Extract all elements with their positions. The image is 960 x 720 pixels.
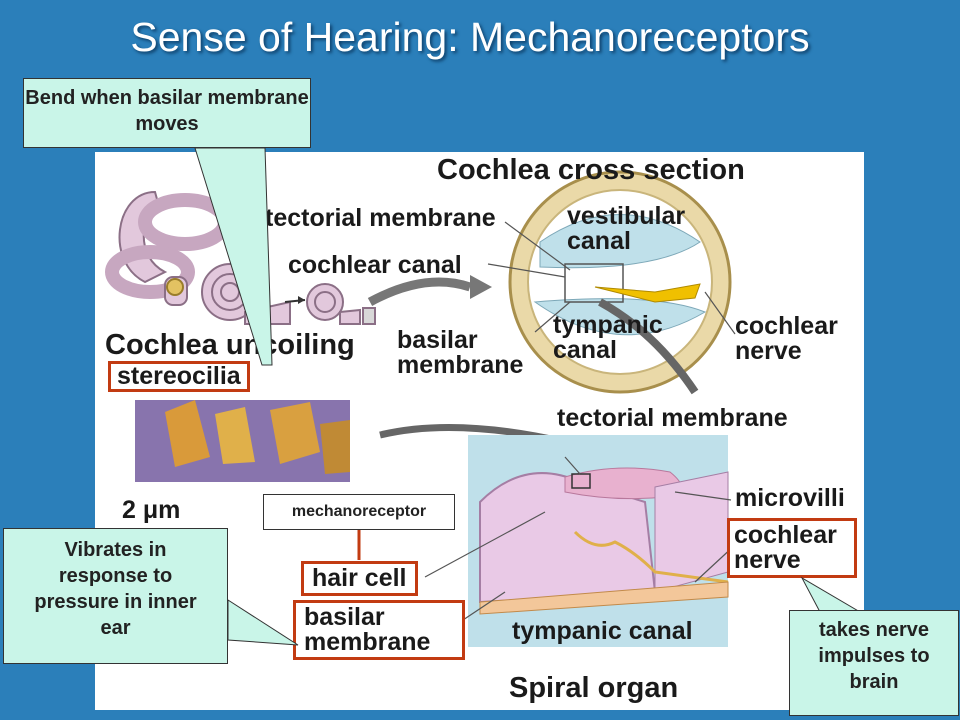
basilar-membrane-label-bottom: basilar membrane <box>293 600 465 660</box>
stereocilia-micrograph <box>135 400 350 482</box>
cochlea-uncoiling-label: Cochlea uncoiling <box>105 329 355 361</box>
cross-section-label: Cochlea cross section <box>437 154 745 186</box>
slide-title: Sense of Hearing: Mechanoreceptors <box>130 14 810 60</box>
cochlear-nerve-label-top: cochlear nerve <box>735 312 838 365</box>
cochlear-nerve-label-bottom: cochlear nerve <box>727 518 857 578</box>
leader-lines <box>424 221 736 623</box>
cross-section-drawing <box>508 170 732 394</box>
bend-callout: Bend when basilar membrane moves <box>23 78 311 148</box>
vestibular-canal-label: vestibular canal <box>567 202 686 255</box>
takes-nerve-impulses-callout: takes nerve impulses to brain <box>789 610 959 716</box>
vibrates-callout: Vibrates in response to pressure in inne… <box>3 528 228 664</box>
cochlea-illustration <box>105 170 736 647</box>
stereocilia-label: stereocilia <box>108 361 250 392</box>
basilar-membrane-label-top: basilar membrane <box>397 326 524 379</box>
spiral-organ-label: Spiral organ <box>509 672 679 704</box>
tectorial-membrane-label-top: tectorial membrane <box>265 204 496 232</box>
tectorial-faded-label: te <box>241 204 264 232</box>
scale-bar-label: 2 μm <box>122 496 181 524</box>
hair-cell-label: hair cell <box>301 561 418 596</box>
cochlear-canal-label: cochlear canal <box>288 251 462 279</box>
microvilli-label: microvilli <box>735 484 845 512</box>
tympanic-canal-label-bottom: tympanic canal <box>512 617 693 645</box>
tectorial-membrane-label-mid: tectorial membrane <box>557 404 788 432</box>
spiral-organ-drawing <box>468 435 729 647</box>
tympanic-canal-label-top: tympanic canal <box>553 311 663 364</box>
mechanoreceptor-callout: mechanoreceptor <box>263 494 455 530</box>
